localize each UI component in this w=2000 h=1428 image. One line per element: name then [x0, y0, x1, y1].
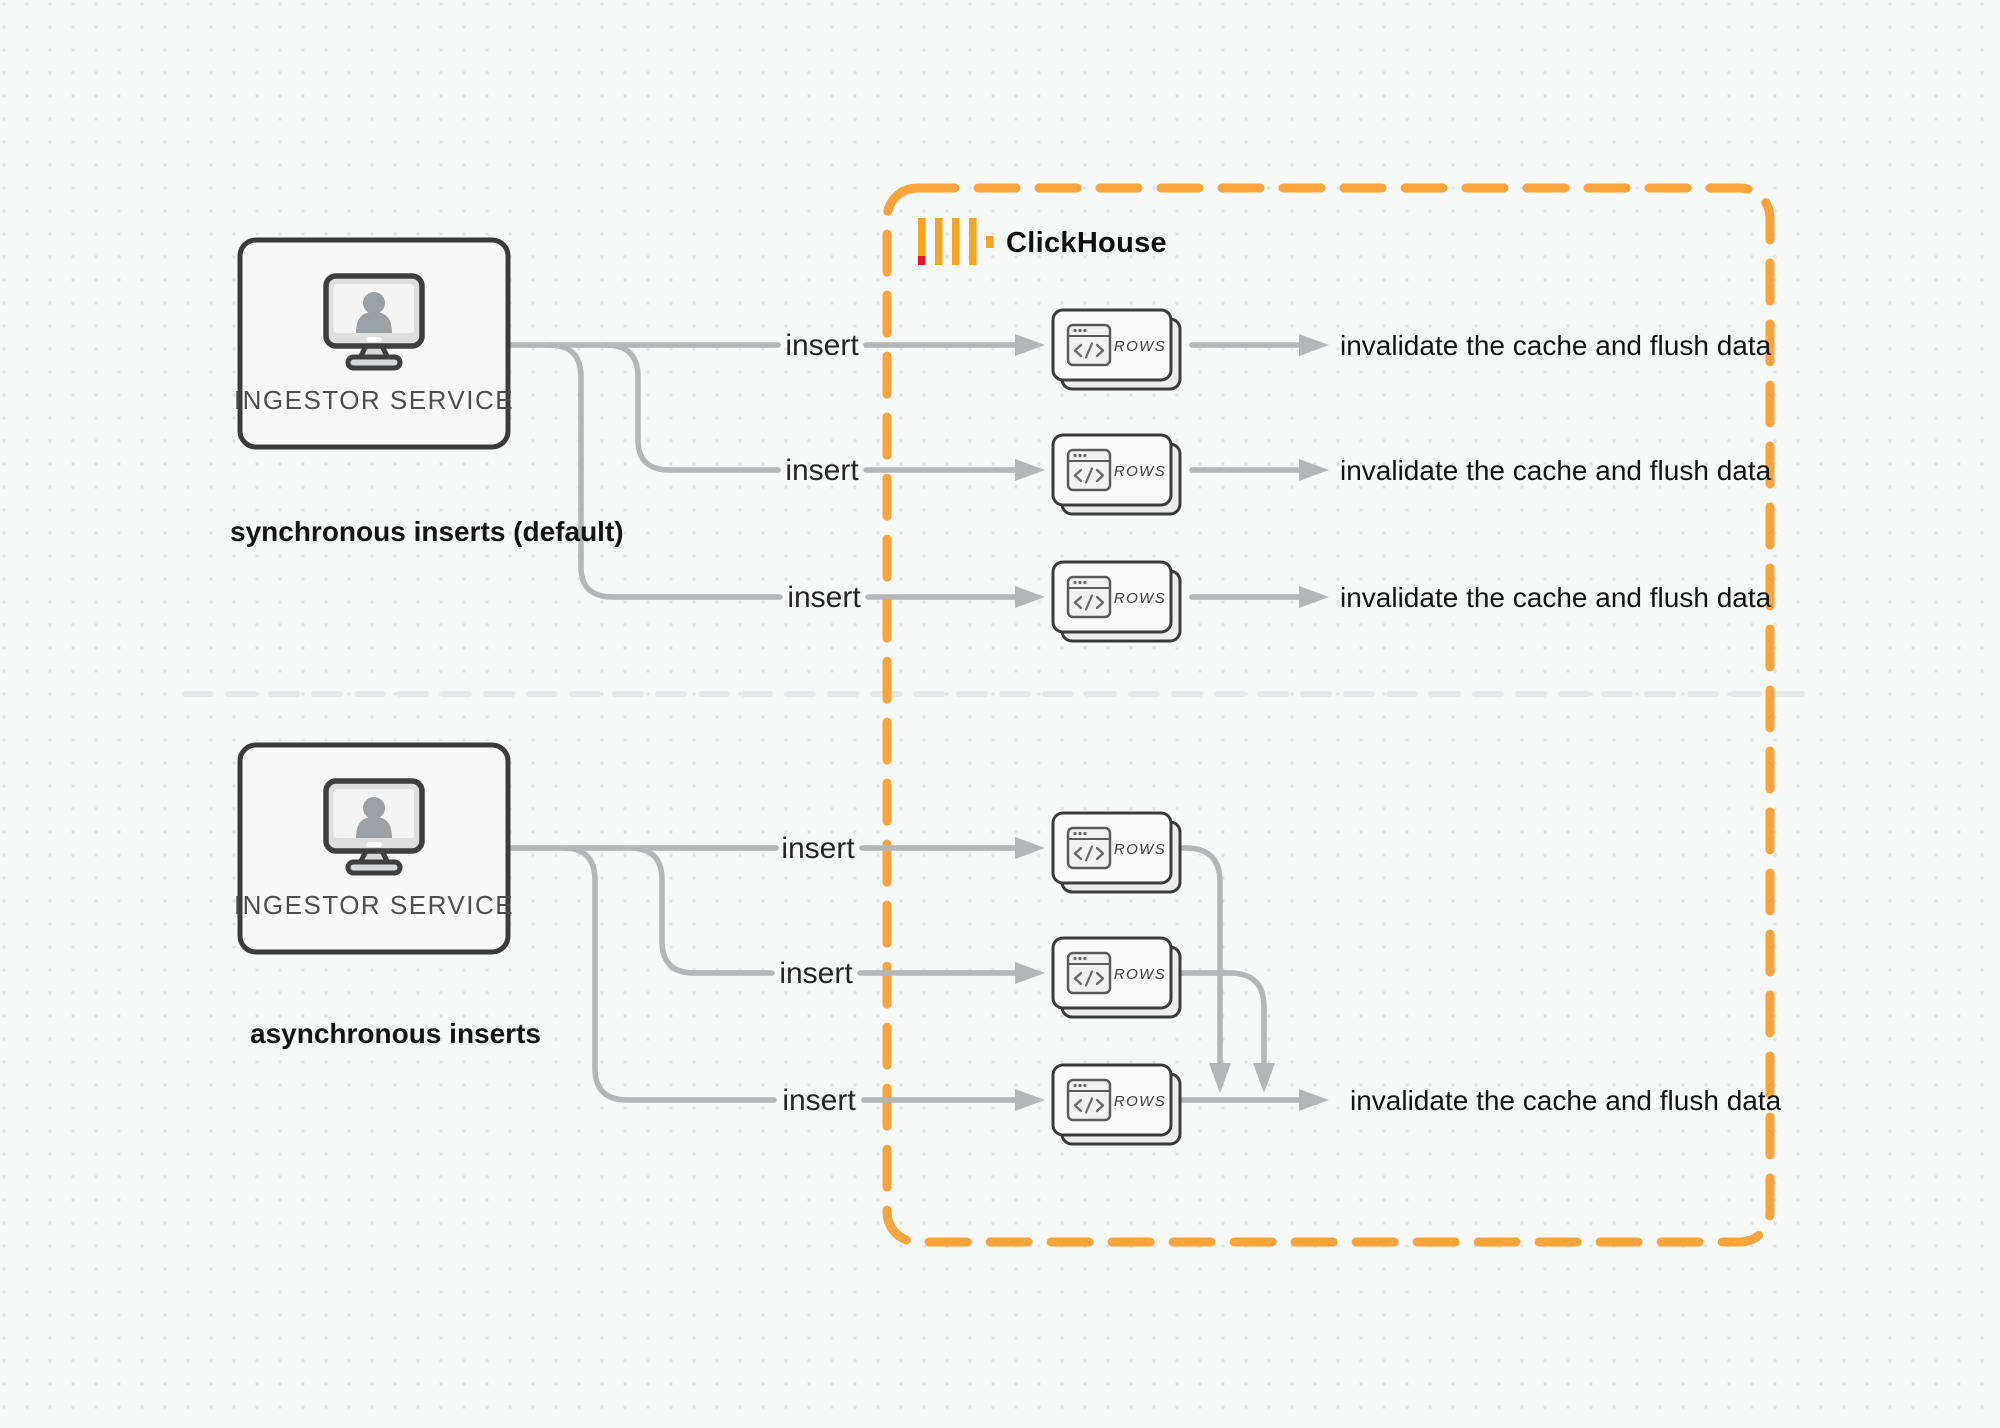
rows-card: ROWS [1051, 433, 1182, 516]
connector-async-branch-3 [560, 845, 777, 1103]
code-window-icon [1066, 826, 1112, 870]
async-insert-label-3: insert [782, 1084, 856, 1117]
service-label: INGESTOR SERVICE [234, 890, 514, 920]
connector-sync-branch-2 [603, 342, 781, 473]
clickhouse-label: ClickHouse [1006, 227, 1167, 259]
async-insert-label-1: insert [781, 832, 855, 865]
rows-card: ROWS [1051, 1063, 1182, 1146]
sync-section: INGESTOR SERVICE synchronous inserts (de… [230, 237, 1772, 643]
arrow-async-flush-from-row-2 [1179, 970, 1275, 1093]
rows-label: ROWS [1114, 841, 1166, 858]
rows-label: ROWS [1114, 1093, 1166, 1110]
sync-outcome-2: invalidate the cache and flush data [1340, 455, 1772, 486]
sync-insert-label-3: insert [787, 581, 861, 614]
sync-caption: synchronous inserts (default) [230, 516, 624, 547]
async-connectors [505, 837, 1329, 1111]
sync-ingestor-service-node: INGESTOR SERVICE [234, 237, 514, 450]
code-window-icon [1066, 575, 1112, 619]
clickhouse-bars-icon [918, 218, 994, 265]
code-window-icon [1066, 448, 1112, 492]
connector-async-branch-2 [627, 845, 775, 976]
clickhouse-boundary: ClickHouse [882, 183, 1775, 1247]
rows-label: ROWS [1114, 338, 1166, 355]
sync-insert-label-2: insert [785, 454, 859, 487]
rows-label: ROWS [1114, 463, 1166, 480]
sync-connectors [505, 334, 1329, 608]
clickhouse-dashed-border [882, 183, 1775, 1247]
async-outcome: invalidate the cache and flush data [1350, 1085, 1782, 1116]
code-window-icon [1066, 323, 1112, 367]
async-section: INGESTOR SERVICE asynchronous inserts in… [234, 742, 1782, 1146]
rows-card: ROWS [1051, 560, 1182, 643]
code-window-icon [1066, 1078, 1112, 1122]
rows-label: ROWS [1114, 966, 1166, 983]
async-caption: asynchronous inserts [250, 1018, 541, 1049]
rows-label: ROWS [1114, 590, 1166, 607]
async-insert-label-2: insert [779, 957, 853, 990]
rows-card: ROWS [1051, 936, 1182, 1019]
service-label: INGESTOR SERVICE [234, 385, 514, 415]
rows-card: ROWS [1051, 308, 1182, 391]
code-window-icon [1066, 951, 1112, 995]
async-ingestor-service-node: INGESTOR SERVICE [234, 742, 514, 955]
sync-outcome-3: invalidate the cache and flush data [1340, 582, 1772, 613]
arrow-async-flush-from-row-1 [1179, 845, 1231, 1093]
rows-card: ROWS [1051, 811, 1182, 894]
sync-insert-label-1: insert [785, 329, 859, 362]
connector-sync-branch-3 [546, 342, 783, 600]
sync-outcome-1: invalidate the cache and flush data [1340, 330, 1772, 361]
